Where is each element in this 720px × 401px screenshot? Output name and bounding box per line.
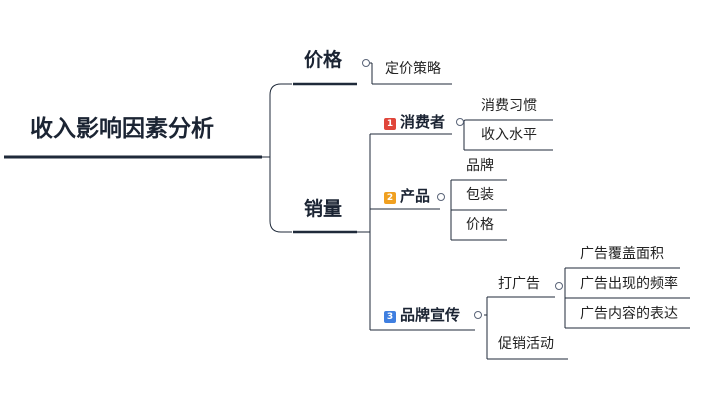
topic-price[interactable]: 价格 <box>304 49 343 71</box>
priority-1-badge: 1 <box>384 118 396 130</box>
topic-brand-promotion-label: 品牌宣传 <box>400 306 461 324</box>
leaf-ad-frequency[interactable]: 广告出现的频率 <box>580 276 678 292</box>
node-advertising[interactable]: 打广告 <box>498 276 540 292</box>
topic-consumer[interactable]: 1 消费者 <box>384 115 445 130</box>
leaf-consumption-habits[interactable]: 消费习惯 <box>481 98 537 114</box>
topic-brand-promotion[interactable]: 3 品牌宣传 <box>384 308 460 323</box>
priority-3-badge: 3 <box>384 311 396 323</box>
leaf-ad-content[interactable]: 广告内容的表达 <box>580 306 678 322</box>
topic-product-label: 产品 <box>400 187 431 205</box>
node-sales-promotion[interactable]: 促销活动 <box>498 336 554 352</box>
leaf-packaging[interactable]: 包装 <box>466 187 494 203</box>
topic-product[interactable]: 2 产品 <box>384 189 430 204</box>
priority-2-badge: 2 <box>384 192 396 204</box>
leaf-pricing-strategy[interactable]: 定价策略 <box>385 61 441 77</box>
leaf-brand[interactable]: 品牌 <box>466 158 494 174</box>
leaf-ad-coverage[interactable]: 广告覆盖面积 <box>580 246 664 262</box>
root-topic[interactable]: 收入影响因素分析 <box>30 116 214 142</box>
topic-consumer-label: 消费者 <box>400 113 446 131</box>
topic-sales[interactable]: 销量 <box>304 198 343 220</box>
leaf-price[interactable]: 价格 <box>466 217 494 233</box>
leaf-income-level[interactable]: 收入水平 <box>481 127 537 143</box>
